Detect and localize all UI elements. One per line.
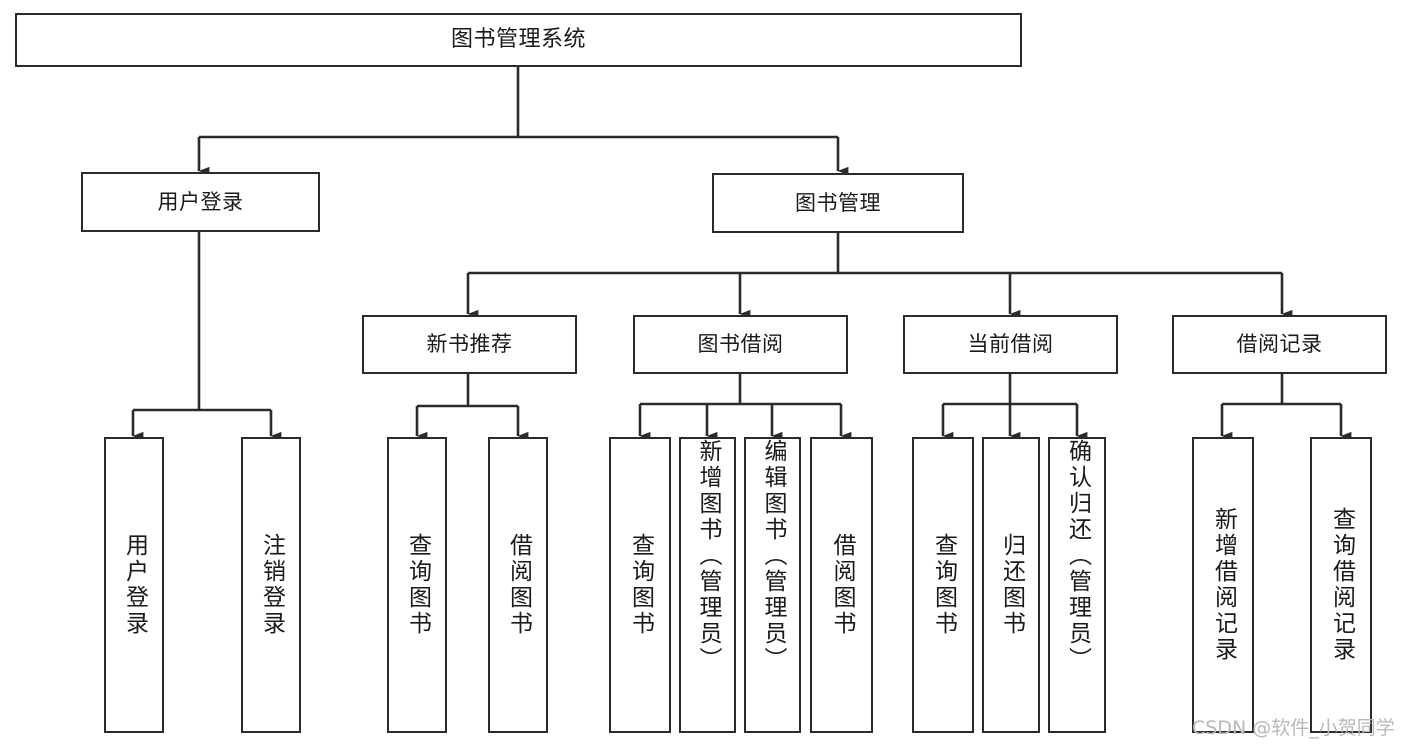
leaf-query-book-recommend[interactable]: 查询图书 xyxy=(387,437,447,733)
node-label: 借阅图书 xyxy=(829,533,855,637)
leaf-add-book-admin[interactable]: 新增图书（管理员） xyxy=(679,437,736,733)
node-book-borrow[interactable]: 图书借阅 xyxy=(633,315,848,374)
leaf-user-login[interactable]: 用户登录 xyxy=(104,437,164,733)
node-label: 借阅图书 xyxy=(505,533,532,637)
leaf-borrow-book-recommend[interactable]: 借阅图书 xyxy=(488,437,548,733)
node-label: 查询借阅记录 xyxy=(1328,507,1355,663)
node-label: 新增图书（管理员） xyxy=(695,439,721,673)
leaf-query-book-borrow[interactable]: 查询图书 xyxy=(609,437,671,733)
leaf-borrow-book[interactable]: 借阅图书 xyxy=(810,437,873,733)
node-label: 归还图书 xyxy=(998,533,1025,637)
node-label: 图书借阅 xyxy=(697,332,784,357)
node-label: 查询图书 xyxy=(404,533,431,637)
node-label: 新增借阅记录 xyxy=(1210,507,1237,663)
node-borrow-record[interactable]: 借阅记录 xyxy=(1172,315,1387,374)
node-label: 查询图书 xyxy=(930,533,957,637)
leaf-logout[interactable]: 注销登录 xyxy=(241,437,301,733)
node-label: 用户登录 xyxy=(121,533,148,637)
watermark-text: CSDN @软件_小贺同学 xyxy=(1192,717,1395,739)
node-label: 确认归还（管理员） xyxy=(1064,439,1091,673)
leaf-add-borrow-record[interactable]: 新增借阅记录 xyxy=(1192,437,1254,733)
leaf-query-borrow-record[interactable]: 查询借阅记录 xyxy=(1310,437,1372,733)
node-label: 当前借阅 xyxy=(967,332,1054,357)
leaf-return-book[interactable]: 归还图书 xyxy=(982,437,1040,733)
node-root-system[interactable]: 图书管理系统 xyxy=(15,13,1022,67)
node-current-borrow[interactable]: 当前借阅 xyxy=(903,315,1118,374)
leaf-query-book-current[interactable]: 查询图书 xyxy=(912,437,974,733)
node-label: 查询图书 xyxy=(627,533,654,637)
node-new-book-recommend[interactable]: 新书推荐 xyxy=(362,315,577,374)
node-label: 图书管理系统 xyxy=(450,27,586,53)
leaf-edit-book-admin[interactable]: 编辑图书（管理员） xyxy=(744,437,801,733)
node-label: 注销登录 xyxy=(258,533,285,637)
leaf-confirm-return-admin[interactable]: 确认归还（管理员） xyxy=(1048,437,1106,733)
node-label: 新书推荐 xyxy=(426,332,513,357)
node-user-login[interactable]: 用户登录 xyxy=(81,172,320,232)
node-book-management[interactable]: 图书管理 xyxy=(712,173,964,233)
node-label: 借阅记录 xyxy=(1236,332,1323,357)
node-label: 图书管理 xyxy=(795,190,881,215)
node-label: 用户登录 xyxy=(157,189,244,214)
node-label: 编辑图书（管理员） xyxy=(760,439,786,673)
